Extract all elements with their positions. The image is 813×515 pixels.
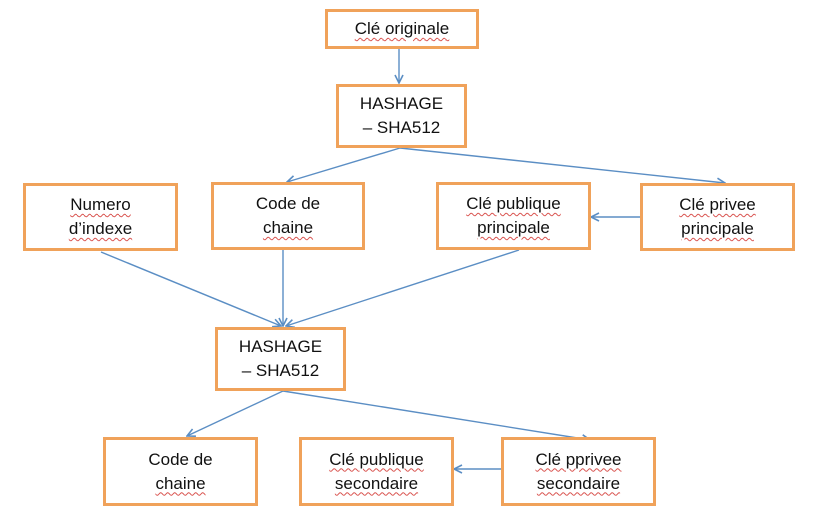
node-numero-index-line2: d’indexe bbox=[68, 219, 133, 238]
node-cle-publique-secondaire-line1: Clé publique bbox=[329, 449, 424, 469]
arrow-hash2-to-code-chaine-2 bbox=[187, 390, 284, 436]
node-numero-index-line1: Numero bbox=[70, 195, 131, 214]
node-hash2-line2: – SHA512 bbox=[241, 361, 320, 380]
node-hash2-line1: HASHAGE bbox=[238, 337, 323, 356]
arrow-hash2-to-cle-privee-secondaire bbox=[282, 390, 590, 440]
node-code-chaine-1-line1: Code de bbox=[255, 194, 321, 213]
node-cle-privee-secondaire-line2: secondaire bbox=[536, 473, 621, 493]
node-cle-privee-principale-line1: Clé privee bbox=[679, 195, 756, 214]
arrow-hash1-to-cle-privee-principale bbox=[399, 147, 725, 183]
arrow-hash1-to-code-chaine-1 bbox=[287, 147, 401, 182]
node-cle-publique-principale: Clé publique principale bbox=[436, 182, 591, 250]
node-hash1-line1: HASHAGE bbox=[359, 94, 444, 113]
arrow-numero-index-to-hash2 bbox=[100, 251, 281, 326]
node-cle-originale: Clé originale bbox=[325, 9, 479, 49]
node-numero-index: Numero d’indexe bbox=[23, 183, 178, 251]
node-cle-originale-label: Clé originale bbox=[354, 19, 450, 38]
node-code-chaine-1: Code de chaine bbox=[211, 182, 365, 250]
node-cle-publique-secondaire-line2: secondaire bbox=[334, 473, 419, 493]
node-code-chaine-1-line2: chaine bbox=[262, 218, 314, 237]
arrow-cle-publique-principale-to-hash2 bbox=[286, 249, 520, 326]
node-cle-publique-secondaire: Clé publique secondaire bbox=[299, 437, 454, 506]
node-cle-privee-principale: Clé privee principale bbox=[640, 183, 795, 251]
node-cle-publique-principale-line2: principale bbox=[477, 218, 550, 237]
node-cle-privee-principale-line2: principale bbox=[681, 219, 754, 238]
node-hash1: HASHAGE – SHA512 bbox=[336, 84, 467, 148]
node-code-chaine-2-line2: chaine bbox=[155, 473, 206, 493]
node-cle-publique-principale-line1: Clé publique bbox=[466, 194, 561, 213]
node-code-chaine-2-line1: Code de bbox=[148, 449, 213, 469]
node-hash2: HASHAGE – SHA512 bbox=[215, 327, 346, 391]
node-cle-privee-secondaire-line1: Clé pprivee bbox=[535, 449, 622, 469]
node-code-chaine-2: Code de chaine bbox=[103, 437, 258, 506]
node-cle-privee-secondaire: Clé pprivee secondaire bbox=[501, 437, 656, 506]
node-hash1-line2: – SHA512 bbox=[362, 118, 441, 137]
